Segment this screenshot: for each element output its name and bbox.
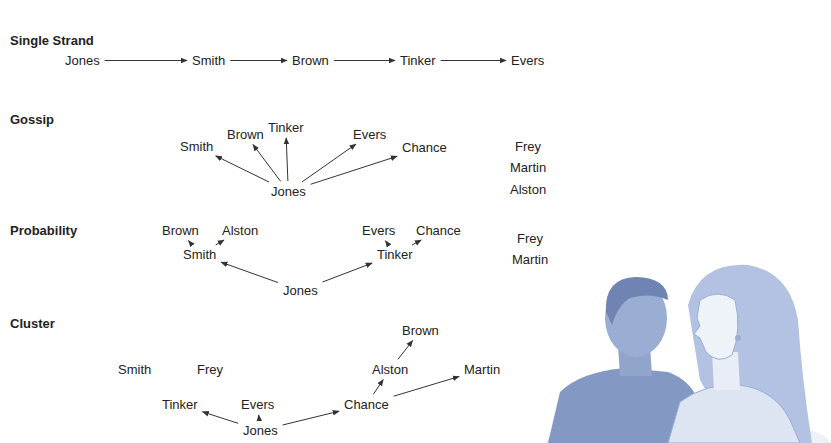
- name-text: Jones: [65, 53, 100, 68]
- person-name: Jones: [240, 422, 281, 439]
- name-text: Frey: [197, 362, 223, 377]
- name-text: Smith: [118, 362, 151, 377]
- rumor-arrow: [253, 145, 281, 182]
- pattern-heading: Probability: [10, 223, 77, 238]
- name-text: Chance: [402, 140, 447, 155]
- name-text: Alston: [222, 223, 258, 238]
- name-text: Frey: [517, 231, 543, 246]
- person-name: Chance: [399, 139, 450, 156]
- name-text: Smith: [180, 139, 213, 154]
- name-text: Smith: [192, 53, 225, 68]
- rumor-arrow: [394, 377, 459, 397]
- rumor-arrow: [302, 144, 356, 182]
- person-name: Brown: [399, 322, 442, 339]
- person-name: Alston: [507, 181, 549, 198]
- name-text: Evers: [353, 127, 386, 142]
- name-text: Tinker: [400, 53, 436, 68]
- rumor-arrow: [386, 241, 389, 245]
- person-name: Brown: [289, 52, 332, 69]
- rumor-arrow: [398, 341, 413, 360]
- name-text: Tinker: [162, 397, 198, 412]
- name-text: Martin: [512, 252, 548, 267]
- rumor-arrow: [216, 240, 224, 245]
- name-text: Smith: [183, 247, 216, 262]
- pattern-heading: Single Strand: [10, 33, 94, 48]
- name-text: Jones: [243, 423, 278, 438]
- name-text: Brown: [227, 127, 264, 142]
- rumor-arrow: [334, 60, 395, 61]
- name-text: Brown: [292, 53, 329, 68]
- person-name: Smith: [115, 361, 154, 378]
- person-name: Evers: [350, 126, 389, 143]
- rumor-arrow: [311, 156, 398, 184]
- name-text: Brown: [402, 323, 439, 338]
- name-text: Martin: [510, 160, 546, 175]
- person-name: Evers: [359, 222, 398, 239]
- person-name: Frey: [194, 361, 226, 378]
- rumor-arrow: [221, 262, 278, 282]
- person-name: Smith: [189, 52, 228, 69]
- name-text: Chance: [344, 397, 389, 412]
- rumor-arrow: [258, 415, 260, 420]
- person-name: Tinker: [265, 119, 307, 136]
- name-text: Evers: [241, 397, 274, 412]
- person-name: Frey: [514, 230, 546, 247]
- name-text: Evers: [362, 223, 395, 238]
- woman-face: [694, 294, 738, 359]
- person-name: Tinker: [374, 246, 416, 263]
- name-text: Tinker: [268, 120, 304, 135]
- person-name: Jones: [62, 52, 103, 69]
- person-name: Jones: [280, 282, 321, 299]
- rumor-arrow: [203, 412, 239, 424]
- name-text: Brown: [162, 223, 199, 238]
- person-name: Jones: [268, 183, 309, 200]
- rumor-arrow: [283, 411, 340, 425]
- rumor-arrow: [323, 263, 373, 282]
- person-name: Brown: [159, 222, 202, 239]
- name-text: Frey: [515, 139, 541, 154]
- person-name: Smith: [177, 138, 216, 155]
- person-name: Smith: [180, 246, 219, 263]
- person-name: Tinker: [159, 396, 201, 413]
- man-hair: [606, 277, 668, 325]
- name-text: Martin: [464, 362, 500, 377]
- name-text: Tinker: [377, 247, 413, 262]
- pattern-heading: Gossip: [10, 112, 54, 127]
- person-name: Martin: [509, 251, 551, 268]
- rumor-arrow: [189, 241, 192, 245]
- person-name: Tinker: [397, 52, 439, 69]
- woman-earring: [735, 335, 741, 341]
- person-name: Frey: [512, 138, 544, 155]
- rumor-arrow: [286, 138, 288, 181]
- name-text: Evers: [511, 53, 544, 68]
- pattern-heading: Cluster: [10, 316, 55, 331]
- name-text: Chance: [416, 223, 461, 238]
- name-text: Jones: [283, 283, 318, 298]
- person-name: Martin: [507, 159, 549, 176]
- person-name: Evers: [508, 52, 547, 69]
- woman-body: [668, 385, 800, 443]
- person-name: Martin: [461, 361, 503, 378]
- rumor-arrow: [230, 60, 287, 61]
- rumor-arrow: [373, 380, 383, 395]
- name-text: Alston: [510, 182, 546, 197]
- person-name: Chance: [413, 222, 464, 239]
- person-name: Alston: [369, 361, 411, 378]
- rumor-arrow: [412, 240, 421, 245]
- person-name: Chance: [341, 396, 392, 413]
- person-name: Brown: [224, 126, 267, 143]
- rumor-arrow: [441, 60, 506, 61]
- person-name: Alston: [219, 222, 261, 239]
- name-text: Jones: [271, 184, 306, 199]
- rumor-arrow: [105, 60, 187, 61]
- rumor-arrow: [216, 156, 270, 182]
- name-text: Alston: [372, 362, 408, 377]
- person-name: Evers: [238, 396, 277, 413]
